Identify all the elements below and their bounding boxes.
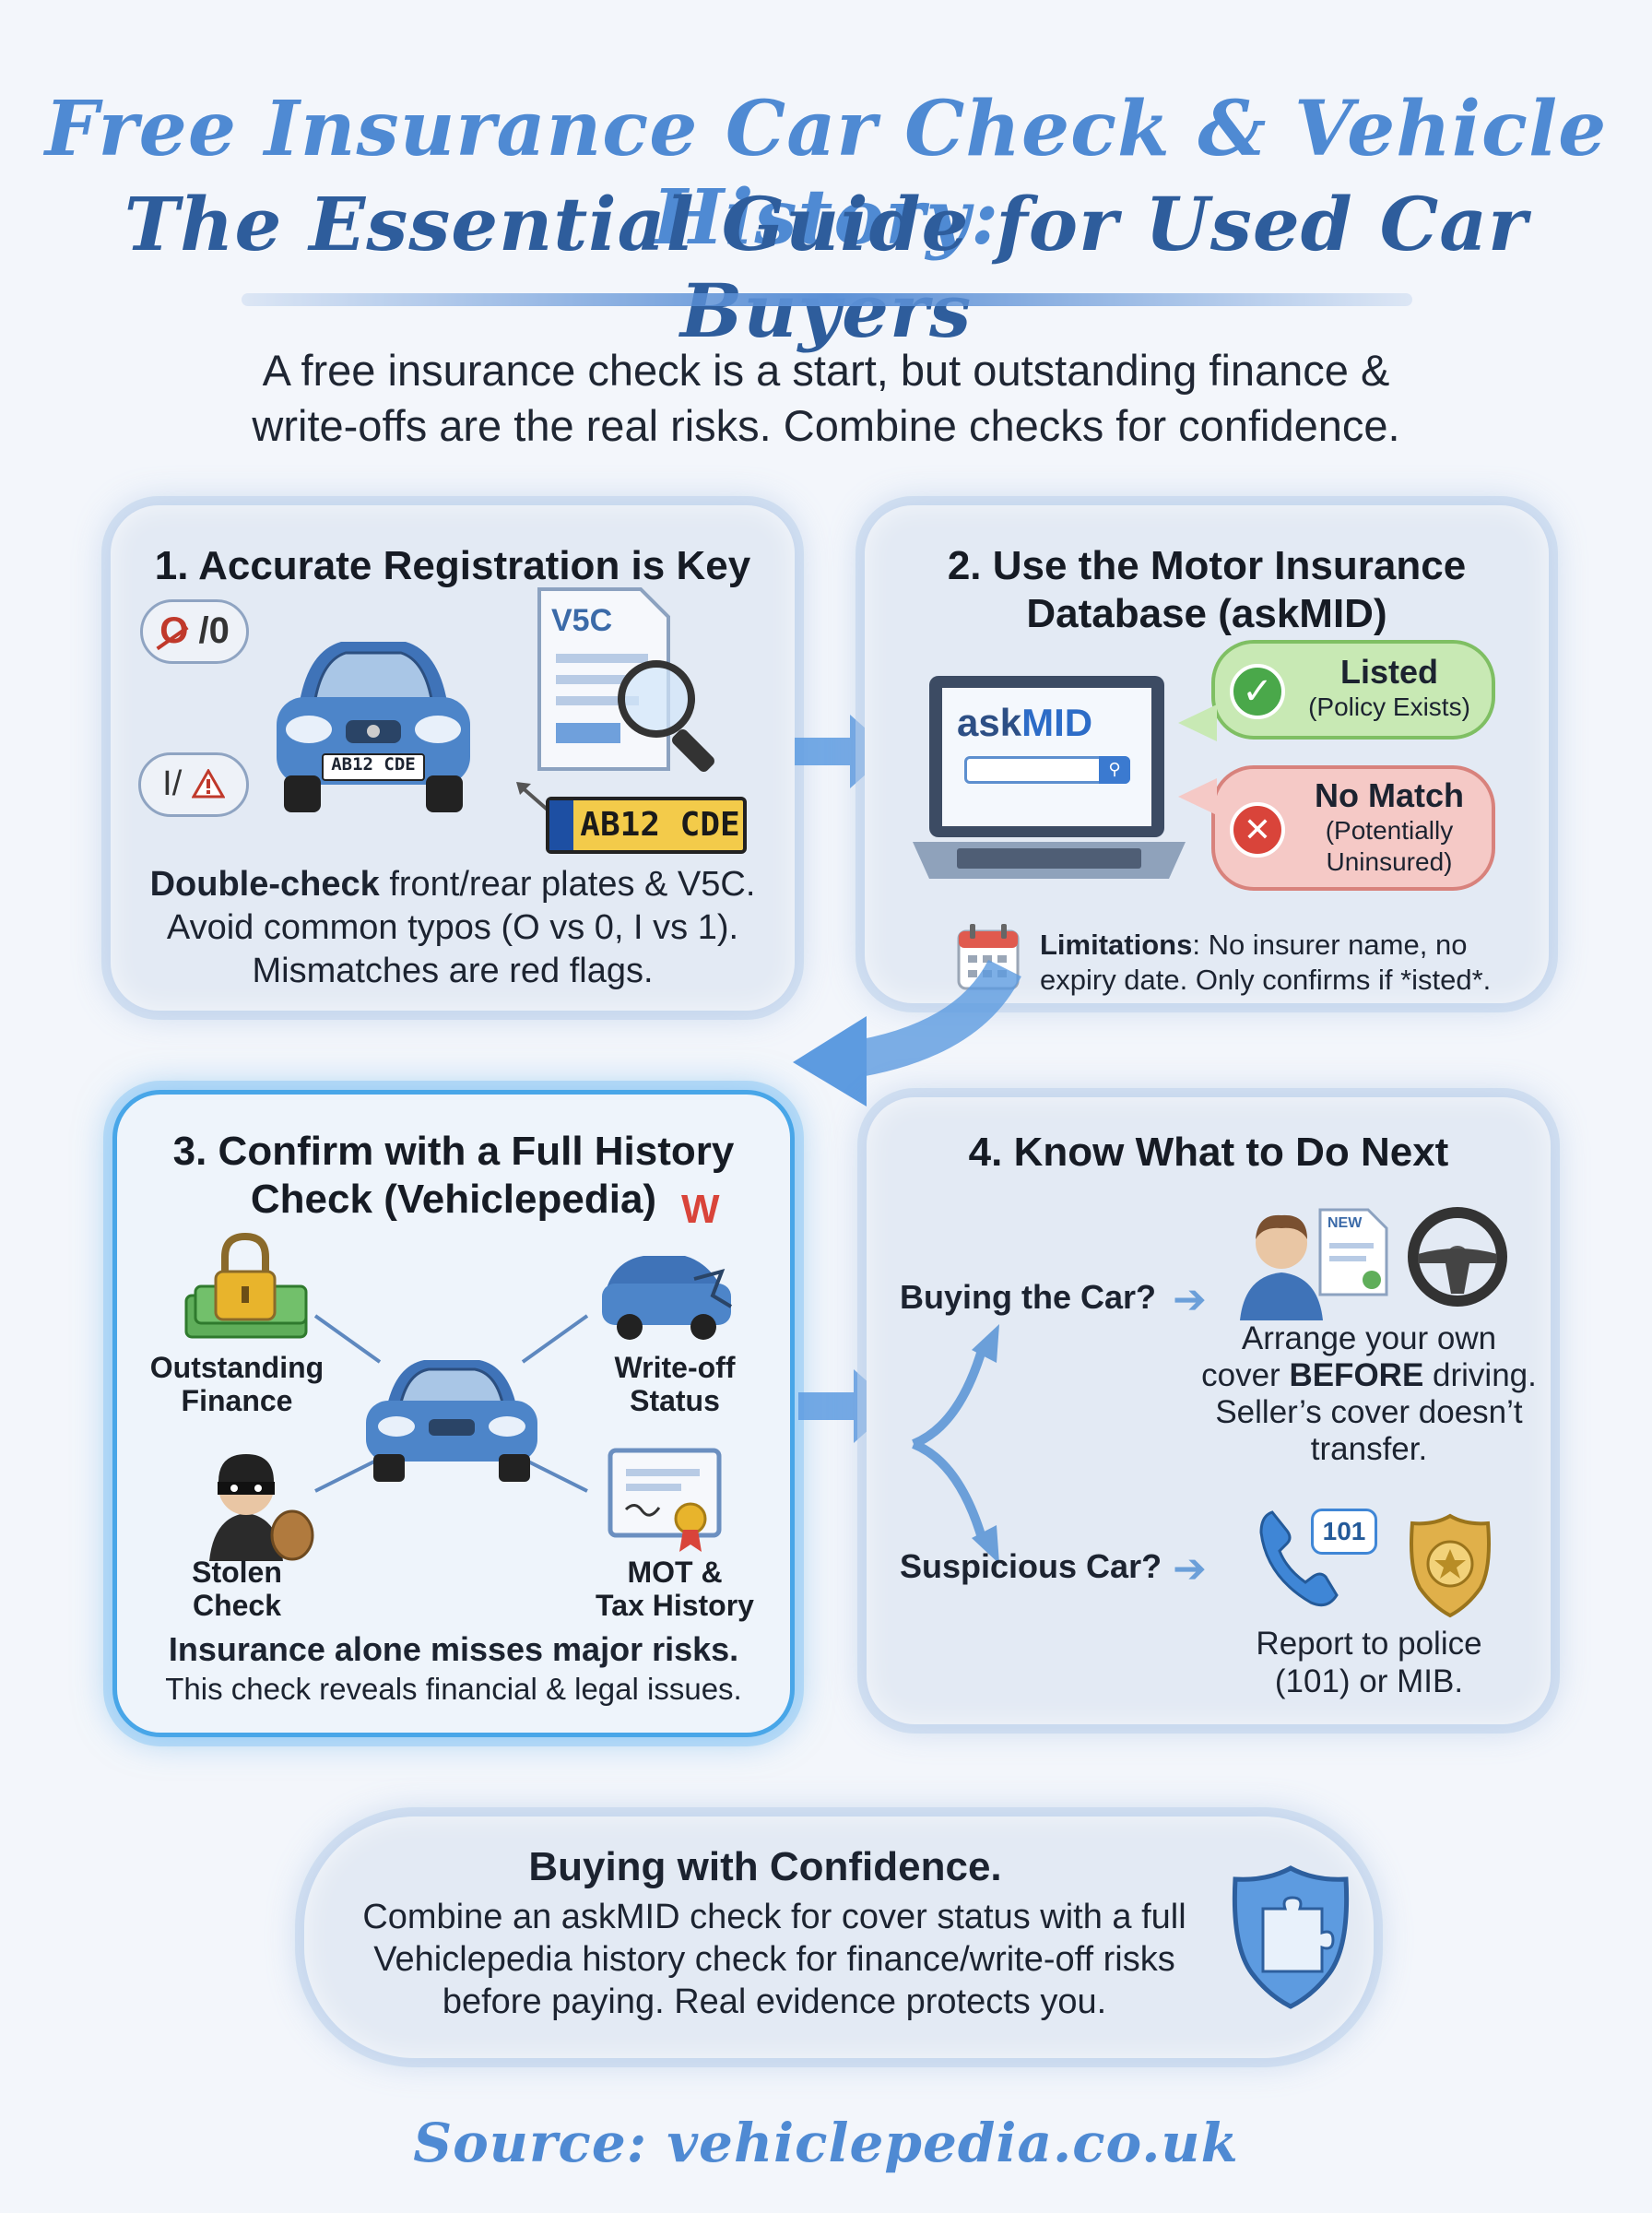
step1-description: Double-check front/rear plates & V5C. Av… — [149, 865, 756, 990]
writeoff-badge: W — [681, 1187, 720, 1232]
person-icon — [1240, 1214, 1323, 1320]
suspicious-arrow-icon: ➔ — [1173, 1546, 1207, 1592]
phone-101-bubble: 101 — [1311, 1509, 1377, 1555]
registration-plate: AB12 CDE — [546, 797, 747, 854]
confidence-title: Buying with Confidence. — [528, 1844, 1002, 1889]
listed-bubble: ✓ Listed (Policy Exists) — [1211, 640, 1495, 740]
check-icon: ✓ — [1230, 664, 1285, 719]
source-text: Source: vehiclepedia.co.uk — [413, 2112, 1239, 2174]
mot-label: MOT & Tax History — [596, 1556, 754, 1622]
title-line2: The Essential Guide for Used Car Buyers — [124, 181, 1528, 354]
padlock-money-icon — [184, 1232, 308, 1339]
buying-advice: Arrange your own cover BEFORE driving. S… — [1201, 1320, 1537, 1467]
title-underline — [242, 293, 1412, 306]
finance-label: Outstanding Finance — [149, 1351, 324, 1417]
step3-card: 3. Confirm with a Full History Check (Ve… — [112, 1090, 795, 1737]
nomatch-bubble: ✕ No Match (Potentially Uninsured) — [1211, 765, 1495, 891]
writeoff-label: Write-off Status — [614, 1351, 736, 1417]
shield-puzzle-icon — [1232, 1865, 1350, 2009]
stolen-label: Stolen Check — [192, 1556, 282, 1622]
damaged-car-icon — [602, 1256, 733, 1340]
confidence-card: Buying with Confidence. Combine an askMI… — [304, 1817, 1374, 2058]
step3-title: 3. Confirm with a Full History Check (Ve… — [172, 1129, 735, 1222]
steering-wheel-icon — [1408, 1207, 1507, 1307]
step4-title: 4. Know What to Do Next — [968, 1130, 1449, 1175]
step2-title: 2. Use the Motor Insurance Database (ask… — [947, 543, 1467, 636]
intro-text: A free insurance check is a start, but o… — [252, 346, 1400, 450]
listed-bubble-tail — [1178, 704, 1217, 741]
pointer-arrow-icon — [516, 782, 551, 813]
new-badge: NEW — [1328, 1215, 1363, 1231]
askmid-search-box: ⚲ — [964, 756, 1130, 784]
buying-label: Buying the Car? — [900, 1278, 1157, 1316]
nomatch-bubble-tail — [1178, 778, 1217, 815]
typo-bubble-zero: O /0 — [140, 599, 249, 664]
certificate-icon — [608, 1448, 722, 1552]
askmid-logo: askMID — [957, 701, 1093, 744]
flow-arrow-2-3 — [793, 959, 1021, 1106]
step1-card: 1. Accurate Registration is Key O /0 I/ … — [111, 505, 795, 1011]
car-icon — [366, 1360, 537, 1482]
new-document-icon — [1318, 1208, 1388, 1296]
step3-summary: Insurance alone misses major risks. This… — [165, 1630, 742, 1706]
typo-bubble-i: I/ — [138, 752, 249, 817]
confidence-text: Combine an askMID check for cover status… — [362, 1898, 1186, 2021]
connector-lines — [313, 1314, 589, 1493]
step2-card: 2. Use the Motor Insurance Database (ask… — [865, 505, 1549, 1003]
limitations-text: Limitations: No insurer name, no expiry … — [1040, 929, 1492, 996]
thief-icon — [209, 1454, 314, 1561]
v5c-label: V5C — [551, 603, 613, 638]
buying-arrow-icon: ➔ — [1173, 1277, 1207, 1322]
police-badge-icon — [1410, 1513, 1491, 1618]
suspicious-label: Suspicious Car? — [900, 1547, 1162, 1585]
warning-icon — [191, 767, 226, 799]
step4-card: 4. Know What to Do Next Buying the Car? … — [867, 1097, 1551, 1724]
title-line1: Free Insurance Car Check & Vehicle Histo… — [44, 85, 1608, 262]
cross-icon: ✕ — [1230, 802, 1285, 858]
car-icon — [277, 642, 470, 812]
step1-title: 1. Accurate Registration is Key — [154, 543, 751, 588]
car-plate-text: AB12 CDE — [331, 754, 416, 775]
report-advice: Report to police (101) or MIB. — [1256, 1626, 1482, 1699]
phone-icon — [1259, 1510, 1339, 1607]
fork-arrows — [911, 1324, 999, 1564]
search-icon: ⚲ — [1099, 756, 1130, 784]
magnifier-icon — [618, 660, 714, 772]
